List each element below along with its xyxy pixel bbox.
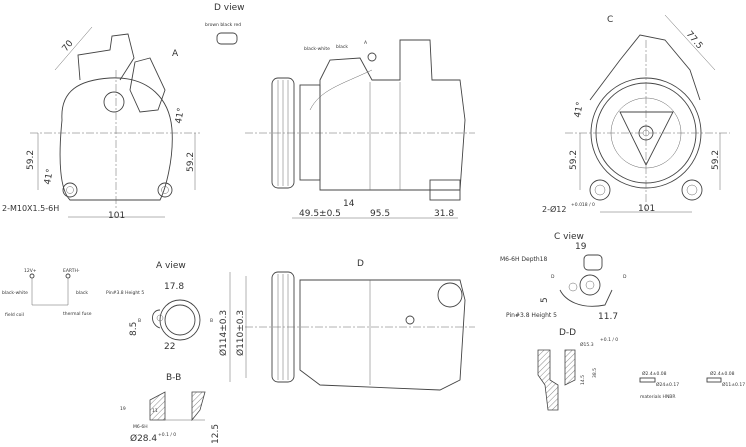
o-ring-1-id: Ø24±0.17 [656,381,679,388]
c-view-title: C view [554,232,584,242]
side-view-bottom: Ø114±0.3 Ø110±0.3 D [218,259,475,391]
wire-label-black: black [336,44,348,50]
dd-title: D-D [559,328,576,338]
wiring-earth: EARTH- [63,268,80,274]
dim-31-8: 31.8 [434,209,454,219]
dim-28-4-tol: +0.1 / 0 [158,432,176,438]
d-view-title: D view [214,3,245,13]
dim-m6: M6-6H [133,424,148,430]
section-d-right: D [623,274,627,280]
a-view-title: A view [156,261,186,271]
dim-95-5: 95.5 [370,209,390,219]
d-view: D view brown black red [205,3,245,45]
dim-49-5: 49.5±0.5 [299,209,341,219]
connector-icon [216,32,238,45]
wiring-thermal-fuse: thermal fuse [63,311,92,317]
o-ring-1-cs: Ø2.4±0.08 [642,370,667,377]
wiring-black: black [76,290,88,296]
dim-15-3-tol: +0.1 / 0 [600,337,618,343]
wiring-field-coil: field coil [5,312,24,318]
dim-38-5: 38.5 [592,368,598,378]
arrow-a-label: A [172,49,179,59]
dim-59-2-right: 59.2 [186,152,196,172]
dim-11: 11 [152,408,158,414]
o-ring-1: Ø2.4±0.08 Ø24±0.17 materials HNBR [639,370,679,400]
bb-title: B-B [166,373,181,383]
dim-101: 101 [108,211,125,221]
wiring-diagram: 12V+ EARTH- black-white black field coil… [2,268,92,318]
dim-59-2-left: 59.2 [26,150,36,170]
dim-15-3: Ø15.3 [580,341,594,348]
dim-110: Ø110±0.3 [235,310,246,356]
dim-angle-41-top: 41° [174,107,187,124]
dim-angle-41: 41° [573,101,586,118]
side-view-top: black-white black A 49.5±0.5 14 95.5 31.… [245,39,475,219]
dim-114: Ø114±0.3 [218,310,229,356]
dim-70: 70 [61,39,76,54]
dim-19-c: 19 [575,242,587,252]
dim-14-5: 14.5 [580,375,586,385]
dim-59-2-left-r: 59.2 [569,150,579,170]
a-view: A view Pin#3.8 Height 5 17.8 8.5 22 B B [106,261,213,352]
dim-77-5: 77.5 [684,30,705,52]
front-left-view: 70 59.2 59.2 101 41° 41° 2-M10X1.5-6H A [2,26,200,221]
d-view-wire-colors: brown black red [205,22,241,28]
dim-17-8: 17.8 [164,282,184,292]
o-ring-2-cs: Ø2.4±0.08 [710,370,735,377]
arrow-d-label: D [357,259,364,269]
c-view-pin: Pin#3.8 Height 5 [506,312,557,319]
dim-101-r: 101 [638,204,655,214]
material-label: materials HNBR [640,394,676,400]
dim-12-5: 12.5 [211,424,221,444]
front-right-view: C 77.5 41° 59.2 59.2 101 2-Ø12 +0.018 / … [542,14,730,214]
thread-label: 2-M10X1.5-6H [2,204,59,213]
wiring-12v: 12V+ [24,268,37,274]
arrow-a-side: A [364,40,368,46]
hole-tolerance: +0.018 / 0 [571,202,595,208]
dim-59-2-right-r: 59.2 [711,150,721,170]
dim-11-7: 11.7 [598,312,618,322]
dim-22: 22 [164,342,175,352]
dim-angle-41-bottom: 41° [43,168,56,185]
dim-28-4: Ø28.4 [130,433,157,444]
a-view-pin: Pin#3.8 Height 5 [106,290,144,296]
dim-8-5: 8.5 [129,322,139,336]
wire-label-black-white: black-white [304,46,330,52]
dd-section: D-D Ø15.3 +0.1 / 0 14.5 38.5 [537,328,618,411]
section-b-right: B [210,318,213,324]
hole-label: 2-Ø12 [542,204,566,214]
wiring-black-white: black-white [2,290,28,296]
section-d-left: D [551,274,555,280]
dim-5-c: 5 [540,297,550,303]
c-view-thread: M6-6H Depth18 [500,256,547,263]
arrow-c-label: C [607,15,613,25]
o-ring-2-id: Ø11±0.17 [722,381,745,388]
dim-14: 14 [343,199,355,209]
bb-section: B-B 19 11 M6-6H Ø28.4 +0.1 / 0 12.5 [120,373,221,444]
section-b-left: B [138,318,141,324]
dim-19: 19 [120,406,126,412]
o-ring-2: Ø2.4±0.08 Ø11±0.17 [706,370,745,388]
c-view: C view M6-6H Depth18 Pin#3.8 Height 5 19… [500,232,627,322]
